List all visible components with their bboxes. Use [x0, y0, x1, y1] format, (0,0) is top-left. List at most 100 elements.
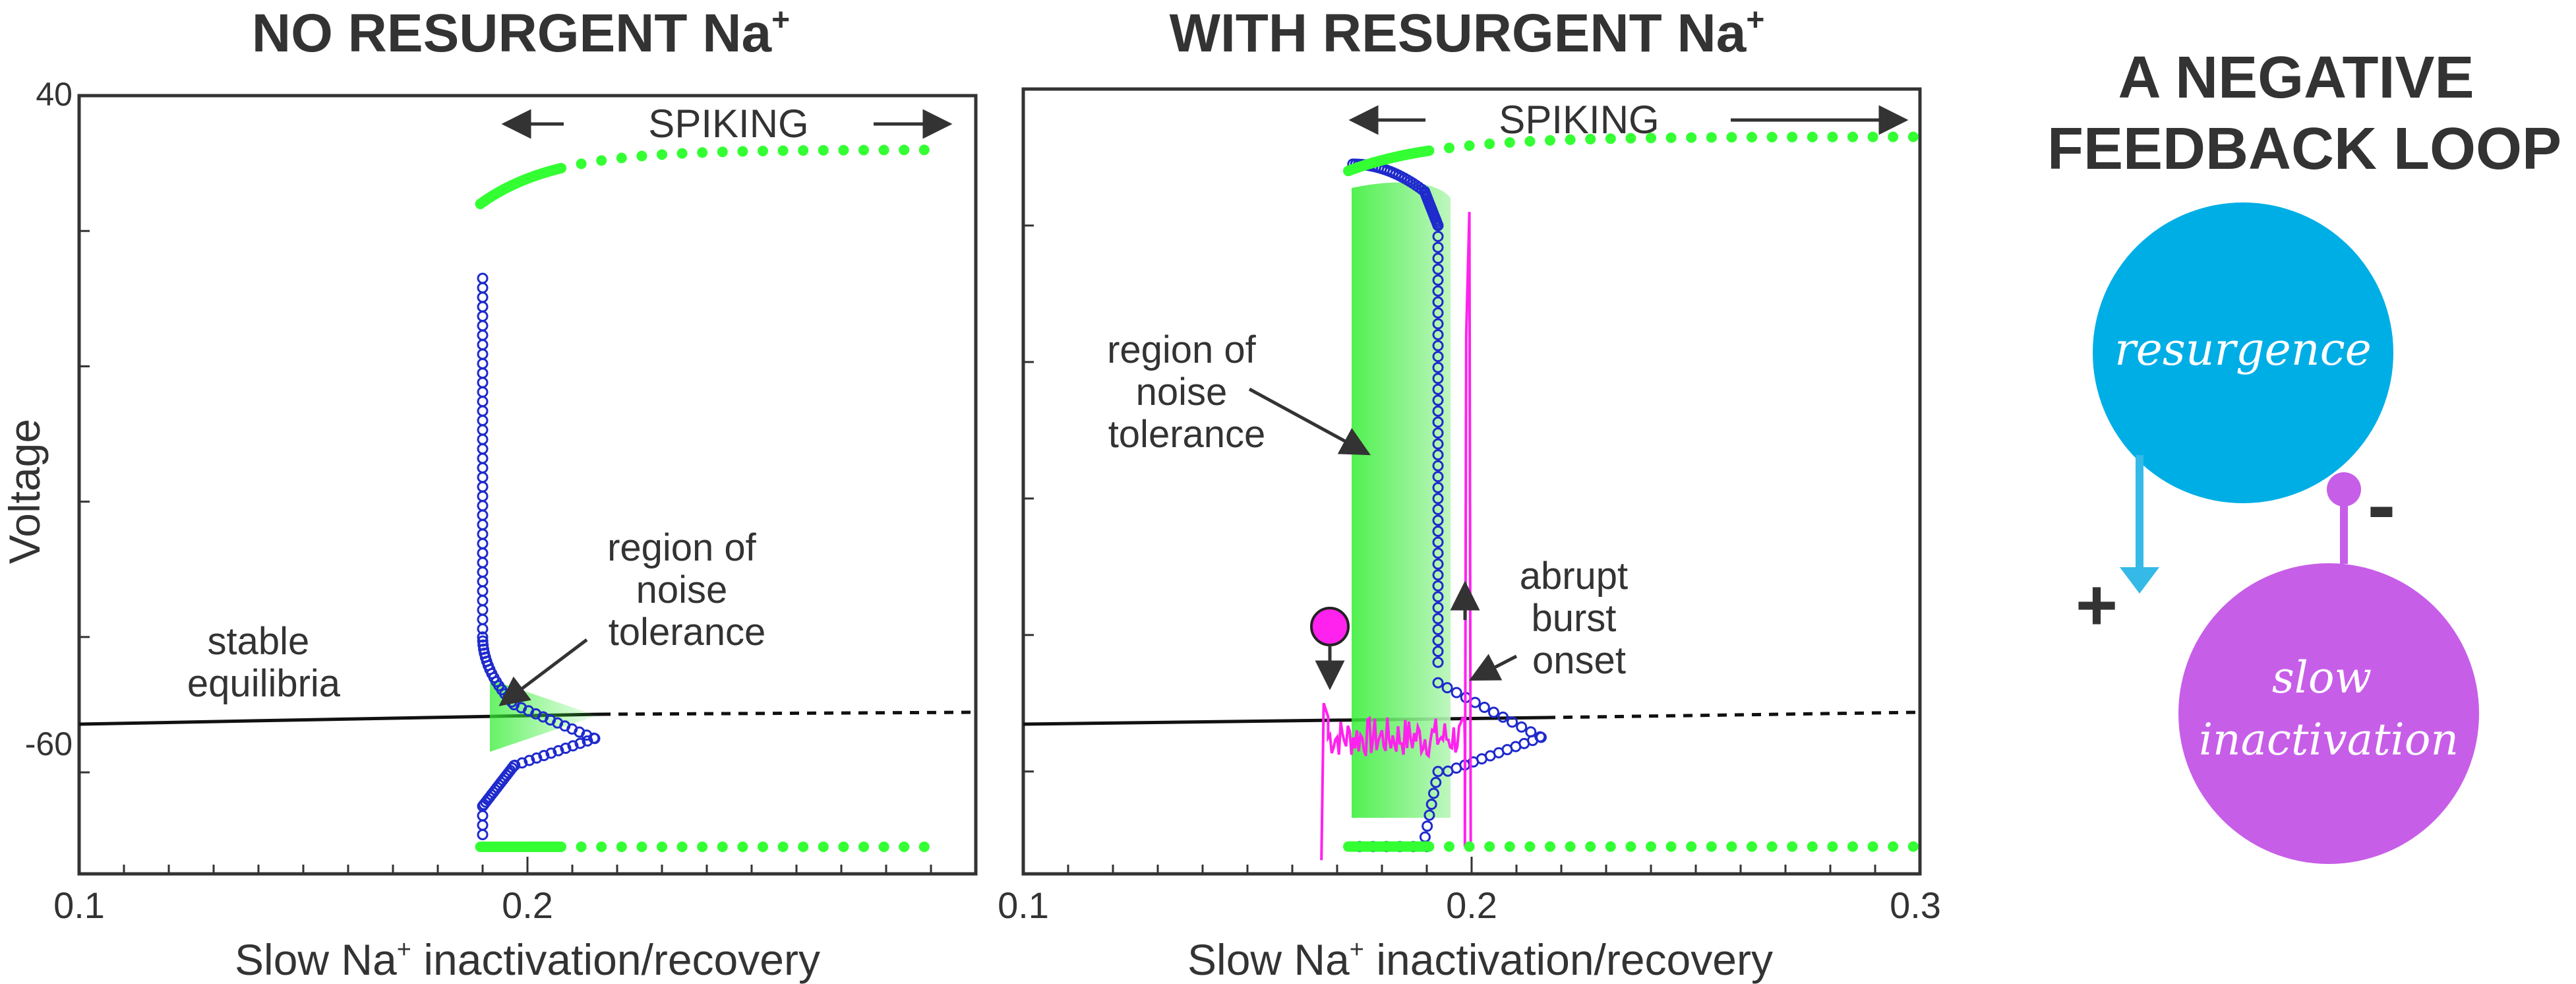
panel1-stable-equilibria-label: stable equilibria [187, 620, 341, 705]
panel1-unstable-equilibria-line [601, 710, 976, 716]
unstable-orbit-point [1432, 601, 1444, 613]
orbit-min-point [1847, 841, 1858, 852]
orbit-min-point [1605, 841, 1616, 852]
unstable-orbit-point [1427, 787, 1439, 799]
unstable-orbit-point [1432, 613, 1444, 625]
unstable-orbit-point [1432, 656, 1444, 668]
panel2-spiking-label: SPIKING [1499, 98, 1659, 142]
unstable-orbit-point [1432, 514, 1444, 526]
orbit-min-point [636, 841, 647, 852]
orbit-max-point [596, 155, 607, 166]
unstable-orbit-point [1432, 471, 1444, 483]
unstable-orbit-point [1432, 526, 1444, 538]
unstable-orbit-point [477, 301, 489, 313]
resurgence-label: resurgence [2114, 324, 2372, 376]
orbit-max-point [798, 145, 809, 156]
unstable-orbit-point [1432, 503, 1444, 515]
minus-sign: - [2367, 456, 2395, 553]
unstable-orbit-point [477, 828, 489, 840]
orbit-min-point [777, 841, 789, 852]
orbit-min-point [737, 841, 748, 852]
orbit-max-point [737, 146, 748, 157]
orbit-min-point [1888, 841, 1899, 852]
resurgence-node [2093, 202, 2393, 503]
orbit-max-point [556, 162, 566, 173]
panel2-xtick-0.1: 0.1 [998, 884, 1049, 926]
orbit-max-point [899, 144, 910, 156]
orbit-min-point [1907, 841, 1919, 852]
unstable-orbit-point [1432, 591, 1444, 603]
unstable-orbit-point [477, 405, 489, 417]
orbit-max-point [1464, 140, 1475, 151]
orbit-min-point [758, 841, 768, 852]
unstable-orbit-point [477, 519, 489, 531]
orbit-max-point [1726, 132, 1737, 143]
unstable-orbit-point [1432, 285, 1444, 297]
unstable-orbit-point [1432, 438, 1444, 450]
unstable-orbit-point [1423, 809, 1435, 821]
panel1-spiking-label: SPIKING [648, 102, 808, 146]
unstable-orbit-point [1432, 318, 1444, 330]
unstable-orbit-point [538, 750, 550, 762]
unstable-orbit-point [1507, 716, 1518, 728]
unstable-orbit-point [1432, 580, 1444, 592]
unstable-orbit-point [477, 635, 489, 647]
unstable-orbit-point [1497, 711, 1509, 723]
panel1-noise-tolerance-label: region of noise tolerance [607, 526, 767, 654]
unstable-orbit-point [560, 743, 572, 754]
unstable-orbit-point [477, 339, 489, 351]
orbit-max-point [1423, 145, 1435, 156]
orbit-min-point [717, 841, 728, 852]
unstable-orbit-point [1432, 220, 1444, 231]
orbit-min-point [818, 841, 829, 852]
orbit-max-point [1665, 132, 1677, 143]
orbit-max-point [818, 144, 829, 156]
unstable-orbit-point [1451, 687, 1462, 698]
unstable-orbit-point [477, 623, 489, 635]
orbit-max-point [1867, 131, 1878, 142]
orbit-min-point [1827, 841, 1838, 852]
unstable-orbit-point [1432, 558, 1444, 570]
unstable-orbit-point [1430, 776, 1442, 788]
orbit-max-point [777, 145, 789, 156]
orbit-min-point [1787, 841, 1798, 852]
orbit-max-point [1646, 133, 1656, 144]
orbit-min-point [1646, 841, 1656, 852]
panel2-xtick-0.3: 0.3 [1890, 884, 1941, 926]
panel2-noise-tolerance-region [1352, 182, 1451, 818]
unstable-orbit-point [1432, 624, 1444, 636]
orbit-max-point [758, 145, 768, 156]
unstable-orbit-point [1432, 253, 1444, 264]
unstable-orbit-point [1432, 263, 1444, 275]
orbit-min-point [899, 841, 910, 852]
orbit-min-point [1686, 841, 1697, 852]
orbit-min-point [1484, 841, 1495, 852]
panel2-noise-tolerance-label: region of noise tolerance [1107, 328, 1267, 456]
unstable-orbit-point [1432, 329, 1444, 341]
panel1-noise-tolerance-arrow [498, 638, 588, 706]
unstable-orbit-point [477, 631, 489, 643]
unstable-orbit-point [1432, 460, 1444, 472]
unstable-orbit-point [1441, 682, 1453, 694]
orbit-max-point [1605, 133, 1616, 144]
panel-no-resurgent: NO RESURGENT Na+ 40 -60 0.1 0.2 Voltage … [0, 3, 978, 984]
unstable-orbit-point [477, 396, 489, 408]
panel1-x-axis-label: Slow Na+ inactivation/recovery [235, 935, 820, 984]
unstable-orbit-point [1432, 569, 1444, 581]
slow-inactivation-label: slow inactivation [2199, 652, 2459, 765]
unstable-orbit-point [477, 538, 489, 549]
unstable-orbit-point [531, 752, 543, 764]
unstable-orbit-point [1432, 634, 1444, 646]
unstable-orbit-point [477, 367, 489, 379]
unstable-orbit-point [1425, 798, 1437, 810]
unstable-orbit-point [477, 377, 489, 388]
slow-inactivation-node [2178, 563, 2479, 864]
panel2-title: WITH RESURGENT Na+ [1170, 3, 1765, 63]
orbit-min-point [1706, 841, 1717, 852]
unstable-orbit-point [477, 320, 489, 332]
orbit-max-point [1565, 134, 1576, 145]
unstable-orbit-point [1432, 677, 1444, 689]
panel2-noise-tolerance-arrow [1248, 387, 1371, 456]
orbit-max-point [1747, 132, 1757, 143]
orbit-min-point [1665, 841, 1677, 852]
